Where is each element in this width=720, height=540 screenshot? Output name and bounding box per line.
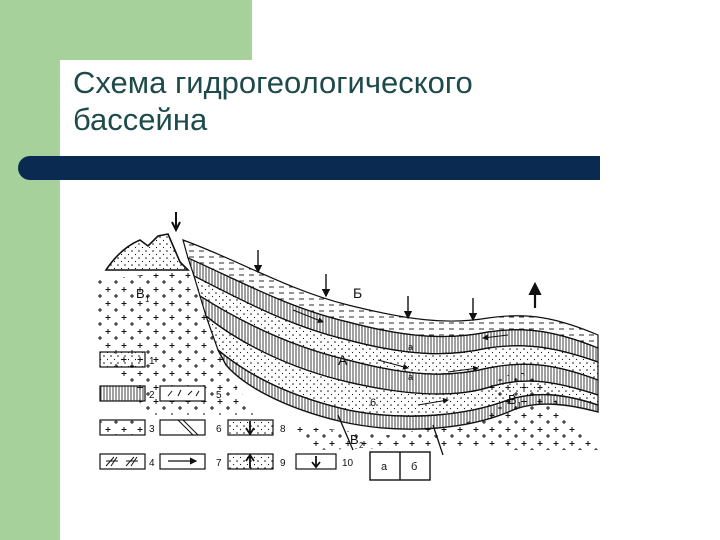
legend-swatch-6-lines xyxy=(177,419,199,436)
left-accent-bar xyxy=(0,0,60,540)
label-b: Б xyxy=(353,285,362,301)
legend-number-6: 6 xyxy=(216,424,222,435)
legend-swatch-5-strokes xyxy=(167,389,200,397)
legend: 1 2 5 3 6 8 4 7 9 10 xyxy=(99,351,431,481)
label-b1-left: B xyxy=(136,286,145,301)
label-a-small-1: a xyxy=(408,342,413,352)
legend-swatch-5 xyxy=(159,385,206,402)
legend-swatch-2 xyxy=(99,385,146,402)
vent-arrow xyxy=(171,212,181,233)
legend-number-10: 10 xyxy=(342,458,354,469)
legend-swatch-8-arrow xyxy=(245,421,255,436)
legend-number-8: 8 xyxy=(280,424,286,435)
legend-label-a: а xyxy=(381,461,388,473)
legend-swatch-4-hatch xyxy=(105,456,138,467)
layer-clay-base xyxy=(217,349,599,430)
top-accent-block xyxy=(0,0,252,60)
label-b1-right: B xyxy=(508,392,517,407)
flow-arrow-2 xyxy=(377,359,409,370)
legend-number-3: 3 xyxy=(149,424,155,435)
fault-line-2 xyxy=(432,424,444,456)
label-b1-right-sub: 1 xyxy=(517,401,522,410)
legend-number-4: 4 xyxy=(149,458,155,469)
legend-number-1: 1 xyxy=(149,356,155,367)
label-a-small-2: a xyxy=(408,372,413,382)
flow-arrow-3 xyxy=(447,365,479,373)
flow-arrow-4 xyxy=(482,334,509,341)
legend-label-b: б xyxy=(411,461,417,473)
legend-number-2: 2 xyxy=(149,390,155,401)
label-a-upper: A xyxy=(338,352,348,368)
label-six: 6 xyxy=(370,397,376,409)
legend-swatch-3 xyxy=(99,419,146,436)
slide-title-line-1: Схема гидрогеологического xyxy=(73,65,473,100)
slide-title-line-2: бассейна xyxy=(73,102,208,137)
mountain-peak xyxy=(104,233,190,271)
hydrogeological-basin-diagram: B 1 Б A a a 6 B 1 B 2 1 2 5 3 6 8 4 xyxy=(98,212,599,481)
basement-bottom xyxy=(288,400,508,450)
legend-number-9: 9 xyxy=(280,458,286,469)
legend-swatch-1 xyxy=(99,351,146,368)
slide-title: Схема гидрогеологического бассейна xyxy=(73,64,593,138)
legend-swatch-10-arrow xyxy=(311,456,321,469)
label-b2-sub: 2 xyxy=(359,441,364,450)
label-b1-left-sub: 1 xyxy=(145,295,150,304)
title-panel xyxy=(60,60,600,160)
legend-number-5: 5 xyxy=(216,390,222,401)
flow-arrow-1 xyxy=(292,309,324,323)
flow-arrow-5 xyxy=(417,397,449,406)
fault-line-1 xyxy=(337,414,354,451)
basement-left xyxy=(98,270,258,415)
legend-swatch-9-arrow xyxy=(245,453,255,468)
label-b2: B xyxy=(350,432,359,447)
legend-number-7: 7 xyxy=(216,458,222,469)
legend-swatch-6 xyxy=(159,419,206,436)
title-divider-bar xyxy=(18,156,600,180)
